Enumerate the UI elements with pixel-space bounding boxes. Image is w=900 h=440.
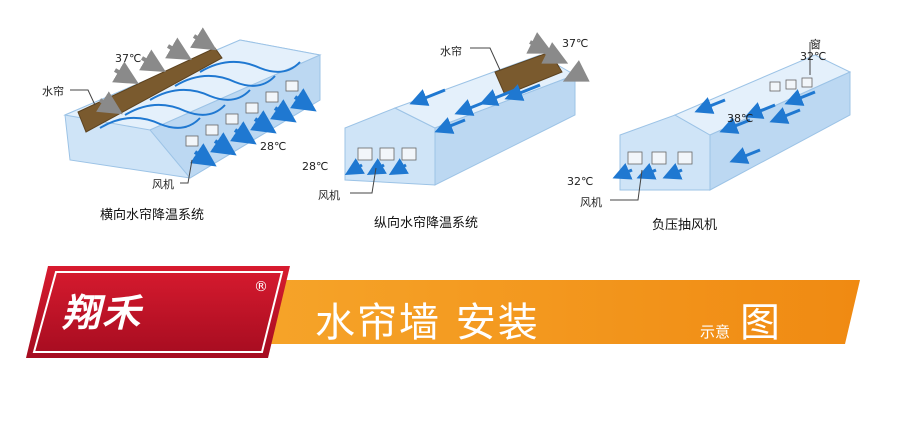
- p2-fan-label: 风机: [318, 189, 340, 202]
- diagram-longitudinal-system: [344, 32, 590, 194]
- title-banner: [26, 266, 860, 358]
- p2-caption: 纵向水帘降温系统: [374, 216, 479, 231]
- outflow-arrows: [190, 88, 317, 167]
- inflow-arrows: [526, 32, 590, 82]
- p3-temp-out-label: 32℃: [567, 175, 594, 188]
- p3-temp-inside-label: 38℃: [727, 112, 754, 125]
- banner-orange-band: [235, 280, 860, 344]
- leader-lines: [610, 42, 811, 201]
- registered-mark: ®: [254, 279, 268, 295]
- p2-temp-out-label: 28℃: [302, 160, 329, 173]
- p1-curtain-label: 水帘: [42, 85, 64, 98]
- p1-temp-out-label: 28℃: [260, 140, 287, 153]
- banner-red-badge-inner: [32, 271, 284, 353]
- outflow-arrows: [612, 163, 683, 180]
- brand-logo-text: 翔禾: [62, 291, 143, 335]
- airflow-waves: [99, 60, 301, 129]
- outflow-arrows: [344, 158, 409, 176]
- p3-caption: 负压抽风机: [652, 218, 718, 233]
- p3-temp-window-label: 32℃: [800, 50, 827, 63]
- inflow-arrows: [96, 27, 217, 115]
- p3-window-label: 窗: [810, 38, 821, 51]
- window-row: [769, 77, 813, 92]
- banner-red-badge: [26, 266, 290, 358]
- leader-lines: [350, 47, 501, 194]
- p2-temp-in-label: 37℃: [562, 37, 589, 50]
- diagram-transverse-system: [63, 27, 322, 184]
- fan-row: [627, 151, 693, 165]
- p2-curtain-label: 水帘: [440, 45, 462, 58]
- banner-title-tail: 图: [740, 300, 780, 346]
- fan-row: [357, 147, 417, 161]
- p3-fan-label: 风机: [580, 196, 602, 209]
- banner-title-sub: 示意: [700, 323, 731, 341]
- p1-temp-in-label: 37℃: [115, 52, 142, 65]
- banner-title: 水帘墙 安装: [315, 300, 540, 346]
- diagram-negative-pressure-fan: [610, 42, 852, 201]
- internal-flow-arrows: [409, 83, 541, 134]
- p1-caption: 横向水帘降温系统: [100, 208, 205, 223]
- internal-flow-arrows: [694, 89, 816, 164]
- leader-lines: [70, 89, 193, 184]
- p1-fan-label: 风机: [152, 178, 174, 191]
